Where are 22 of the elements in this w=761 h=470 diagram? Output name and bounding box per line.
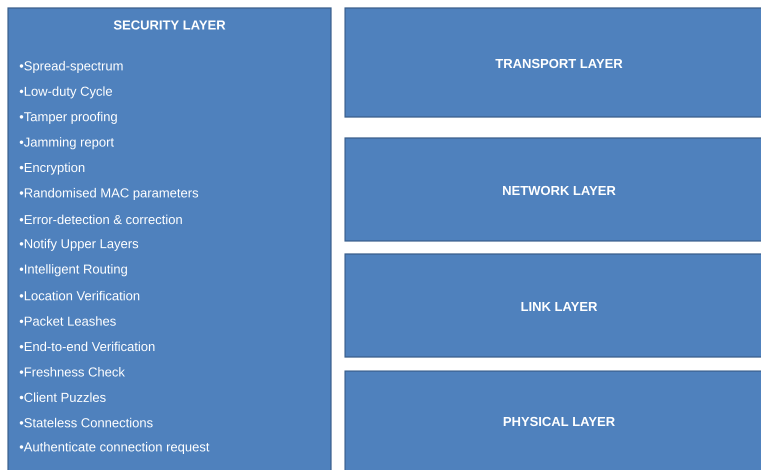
list-item: •Location Verification (20, 290, 140, 300)
layer-box: TRANSPORT LAYER (344, 7, 761, 118)
layer-box: PHYSICAL LAYER (344, 370, 761, 470)
list-item: •End-to-end Verification (20, 342, 154, 352)
list-item: •Intelligent Routing (20, 264, 127, 276)
list-item: •Stateless Connections (20, 418, 153, 428)
list-item: •Tamper proofing (20, 112, 117, 124)
list-item: •Client Puzzles (20, 392, 106, 402)
list-item: •Notify Upper Layers (20, 238, 138, 251)
list-item: •Encryption (20, 162, 84, 175)
layer-box: LINK LAYER (344, 253, 761, 358)
layer-box: NETWORK LAYER (344, 137, 761, 242)
heading: SECURITY LAYER (114, 20, 226, 30)
list-item: •Spread-spectrum (20, 60, 123, 74)
list-item: •Jamming report (20, 137, 114, 150)
list-item: •Freshness Check (20, 367, 125, 377)
list-item: •Low-duty Cycle (20, 86, 112, 98)
list-item: •Authenticate connection request (20, 442, 210, 454)
layer-box (7, 7, 332, 470)
list-item: •Error-detection & correction (20, 214, 182, 224)
list-item: •Randomised MAC parameters (20, 188, 198, 200)
list-item: •Packet Leashes (20, 316, 116, 326)
